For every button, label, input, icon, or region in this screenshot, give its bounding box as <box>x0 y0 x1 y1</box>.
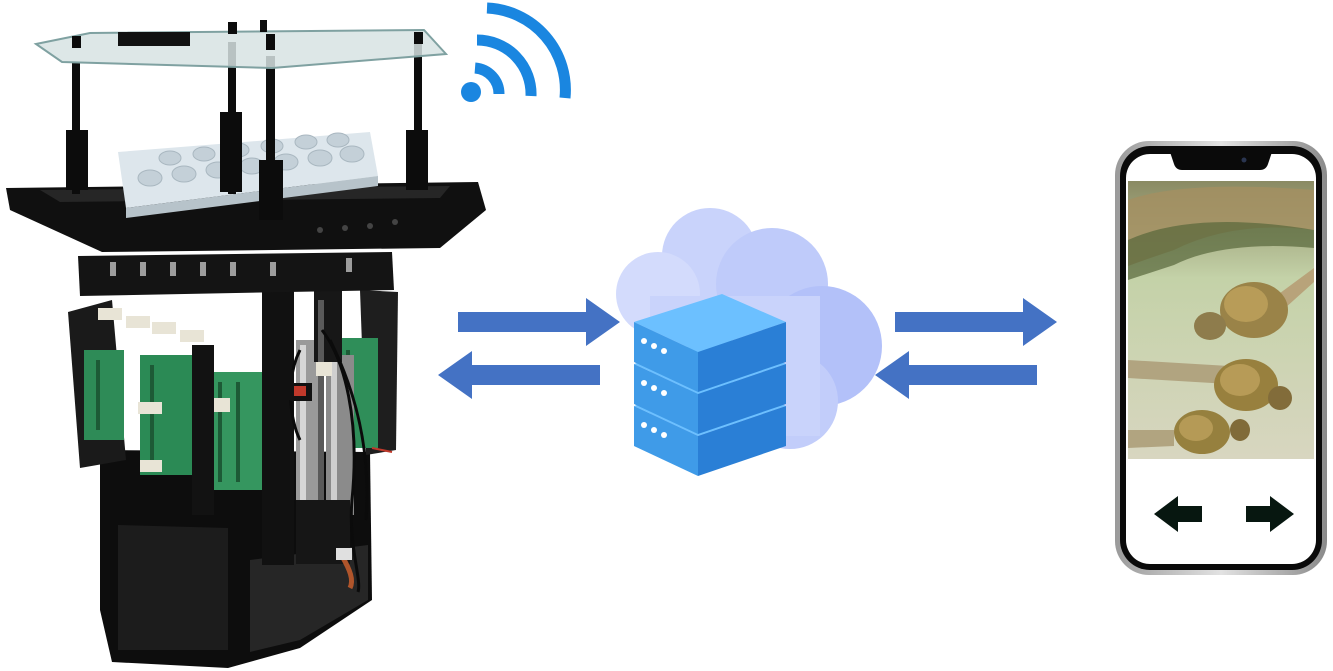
microscope-device-illustration <box>6 20 486 668</box>
server-stack-icon <box>634 294 786 476</box>
stage-screws <box>110 258 352 276</box>
wifi-icon <box>455 0 575 110</box>
cloud-server-icon <box>610 196 882 486</box>
top-acrylic-plate <box>33 28 449 70</box>
smartphone-icon <box>1114 140 1328 576</box>
microscope-device <box>0 0 500 671</box>
arrow-device-to-cloud <box>458 298 622 346</box>
previous-arrow[interactable] <box>1154 496 1202 532</box>
pcb-boards <box>84 308 378 490</box>
arrow-cloud-to-phone <box>895 298 1059 346</box>
arrow-right-icon <box>1246 496 1294 532</box>
arrow-phone-to-cloud <box>873 351 1037 399</box>
well-plate <box>118 132 378 218</box>
support-posts <box>66 40 428 220</box>
zebrafish-micrograph <box>1128 181 1314 459</box>
arrow-left-icon <box>1154 496 1202 532</box>
next-arrow[interactable] <box>1246 496 1294 532</box>
arrow-cloud-to-device <box>436 351 600 399</box>
linear-rails <box>192 262 354 565</box>
